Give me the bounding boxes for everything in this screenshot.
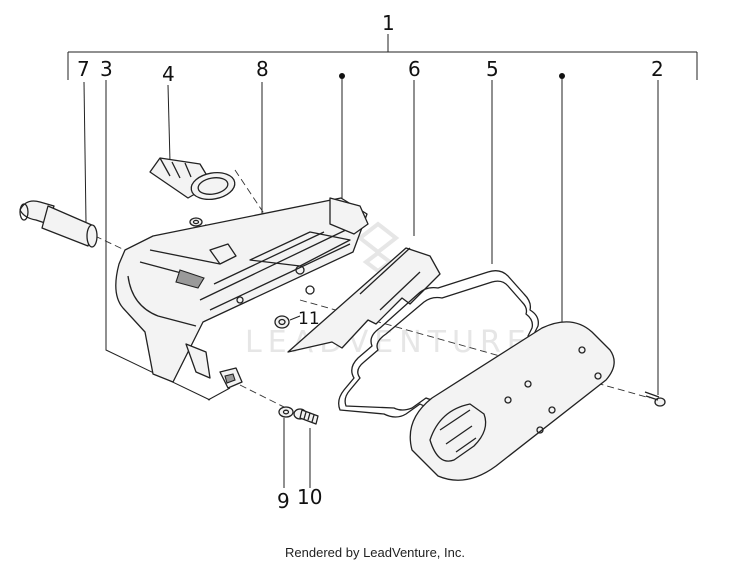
callout-5: 5: [486, 57, 499, 81]
part-cover: [409, 321, 615, 481]
bullet-marker: [559, 73, 565, 79]
part-11-grommet: [274, 315, 290, 329]
callout-11: 11: [298, 309, 320, 329]
watermark: LEADVENTURE: [245, 221, 532, 360]
callout-6: 6: [408, 57, 421, 81]
callout-10: 10: [297, 485, 322, 509]
callout-7: 7: [77, 57, 90, 81]
callout-1: 1: [382, 11, 395, 35]
callout-4: 4: [162, 62, 175, 86]
part-10-bolt: [293, 408, 319, 425]
part-3-housing: [115, 197, 369, 383]
watermark-text: LEADVENTURE: [245, 325, 532, 360]
callout-8: 8: [256, 57, 269, 81]
part-7-tube: [19, 200, 98, 248]
assembly-bracket: [67, 34, 698, 80]
part-9-washer: [278, 406, 294, 418]
part-clip: [219, 367, 243, 389]
part-4-intake-duct: [149, 157, 236, 201]
part-2-screw: [644, 391, 666, 407]
part-6-filter: [287, 247, 441, 353]
footer-credit: Rendered by LeadVenture, Inc.: [285, 545, 465, 560]
bullet-marker: [339, 73, 345, 79]
callout-9: 9: [277, 489, 290, 513]
callout-2: 2: [651, 57, 664, 81]
callout-3: 3: [100, 57, 113, 81]
